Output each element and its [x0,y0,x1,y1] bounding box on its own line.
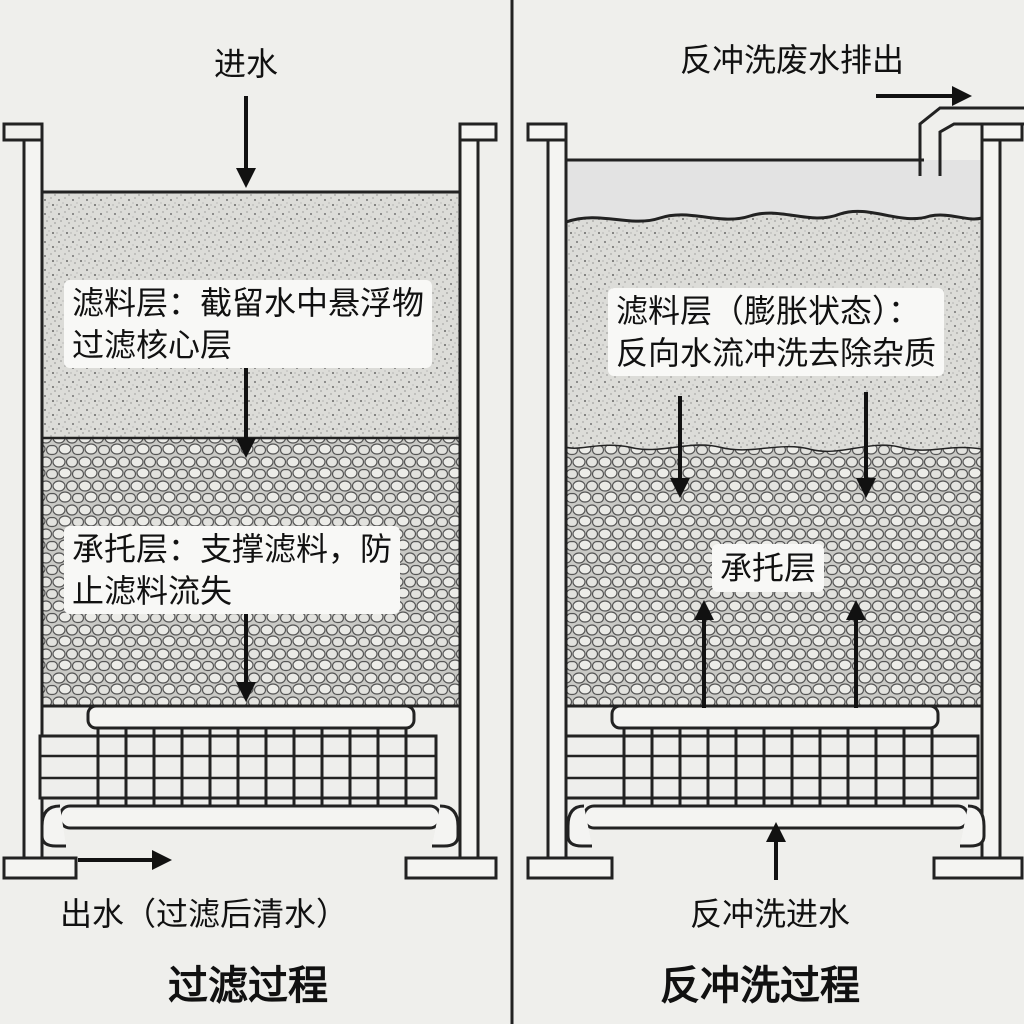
filtration-support-label: 承托层：支撑滤料，防 止滤料流失 [64,526,401,614]
filtration-tank [2,96,498,880]
filtration-caption: 过滤过程 [168,963,328,1009]
filtration-support-label-line1: 承托层：支撑滤料，防 [72,530,393,568]
backwash-media-label-line1: 滤料层（膨胀状态）： [616,292,921,330]
tank-wall-right [458,122,480,870]
waste-overflow-trough [918,106,1024,176]
filtration-support-label-line2: 止滤料流失 [72,572,233,610]
underdrain-grid [38,704,460,848]
backwash-inlet-label: 反冲洗进水 [690,895,851,933]
backwash-wall-left [546,122,568,870]
backwash-media-label: 滤料层（膨胀状态）： 反向水流冲洗去除杂质 [608,288,945,376]
filtration-media-label: 滤料层：截留水中悬浮物 过滤核心层 [64,280,433,368]
filtration-media-label-line1: 滤料层：截留水中悬浮物 [72,284,425,322]
backwash-caption: 反冲洗过程 [660,963,860,1009]
backwash-underdrain-grid [564,704,986,848]
backwash-tank [526,86,1024,880]
filtration-inlet-label: 进水 [214,45,279,83]
backwash-support-label: 承托层 [712,544,825,592]
backwash-wall-right [980,122,1002,870]
backwash-media-label-line2: 反向水流冲洗去除杂质 [616,334,937,372]
filtration-media-label-line2: 过滤核心层 [72,326,233,364]
filtration-outlet-label: 出水（过滤后清水） [60,895,349,933]
backwash-waste-label: 反冲洗废水排出 [680,41,905,79]
